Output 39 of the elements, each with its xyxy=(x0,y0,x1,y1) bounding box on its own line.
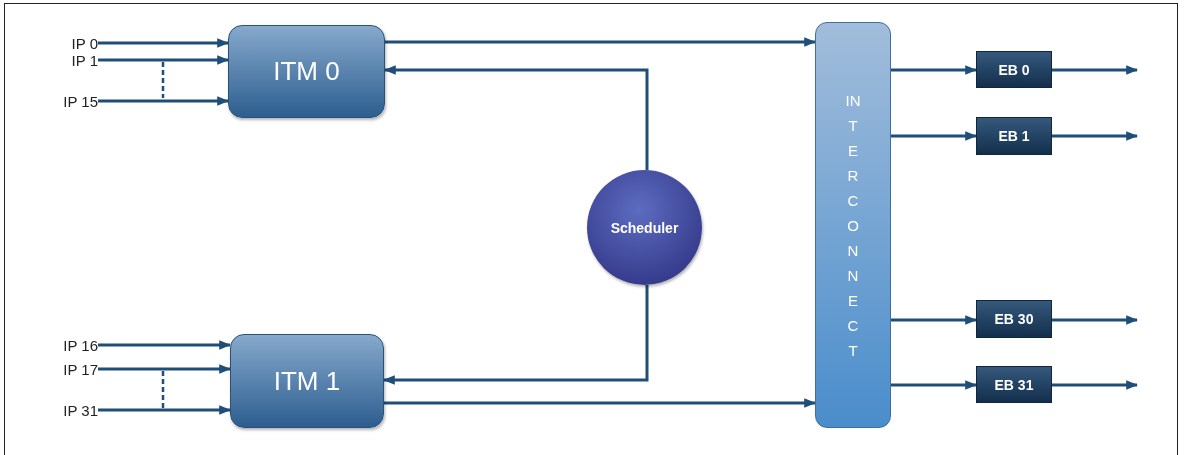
interconnect-bar xyxy=(815,22,891,428)
arrow xyxy=(1052,315,1139,325)
input-label: IP 31 xyxy=(30,401,98,419)
arrow xyxy=(891,65,978,75)
buffer-box xyxy=(976,366,1052,403)
arrow xyxy=(1052,65,1139,75)
input-label: IP 15 xyxy=(30,92,98,110)
buffer-box xyxy=(976,300,1052,338)
node-label: ITM 0 xyxy=(273,56,340,87)
arrow xyxy=(891,131,978,141)
vertical-label: INTERCONNECT xyxy=(845,90,861,361)
arrow xyxy=(98,364,232,374)
arrow xyxy=(1052,380,1139,390)
node-label: EB 0 xyxy=(998,61,1030,78)
node-label: EB 31 xyxy=(994,376,1034,393)
node-label: ITM 1 xyxy=(273,365,341,397)
node-label: Scheduler xyxy=(610,219,679,236)
arrow xyxy=(385,37,817,47)
arrow xyxy=(98,96,230,106)
arrow xyxy=(98,340,232,350)
input-label: IP 16 xyxy=(30,336,98,354)
input-label: IP 0 xyxy=(30,34,98,52)
buffer-box xyxy=(976,117,1052,155)
arrow xyxy=(383,65,649,170)
node-label: EB 30 xyxy=(994,311,1034,327)
arrow xyxy=(98,38,230,48)
node-label: EB 1 xyxy=(998,128,1030,144)
arrow xyxy=(1052,131,1139,141)
arrow xyxy=(98,405,232,415)
input-label: IP 17 xyxy=(30,360,98,378)
buffer-box xyxy=(976,51,1052,88)
arrow xyxy=(382,285,649,385)
arrow xyxy=(891,315,978,325)
arrow xyxy=(384,398,817,408)
input-label: IP 1 xyxy=(30,51,98,69)
module-box xyxy=(230,334,384,428)
arrow xyxy=(98,55,230,65)
arrow xyxy=(891,380,978,390)
module-box xyxy=(228,25,385,118)
